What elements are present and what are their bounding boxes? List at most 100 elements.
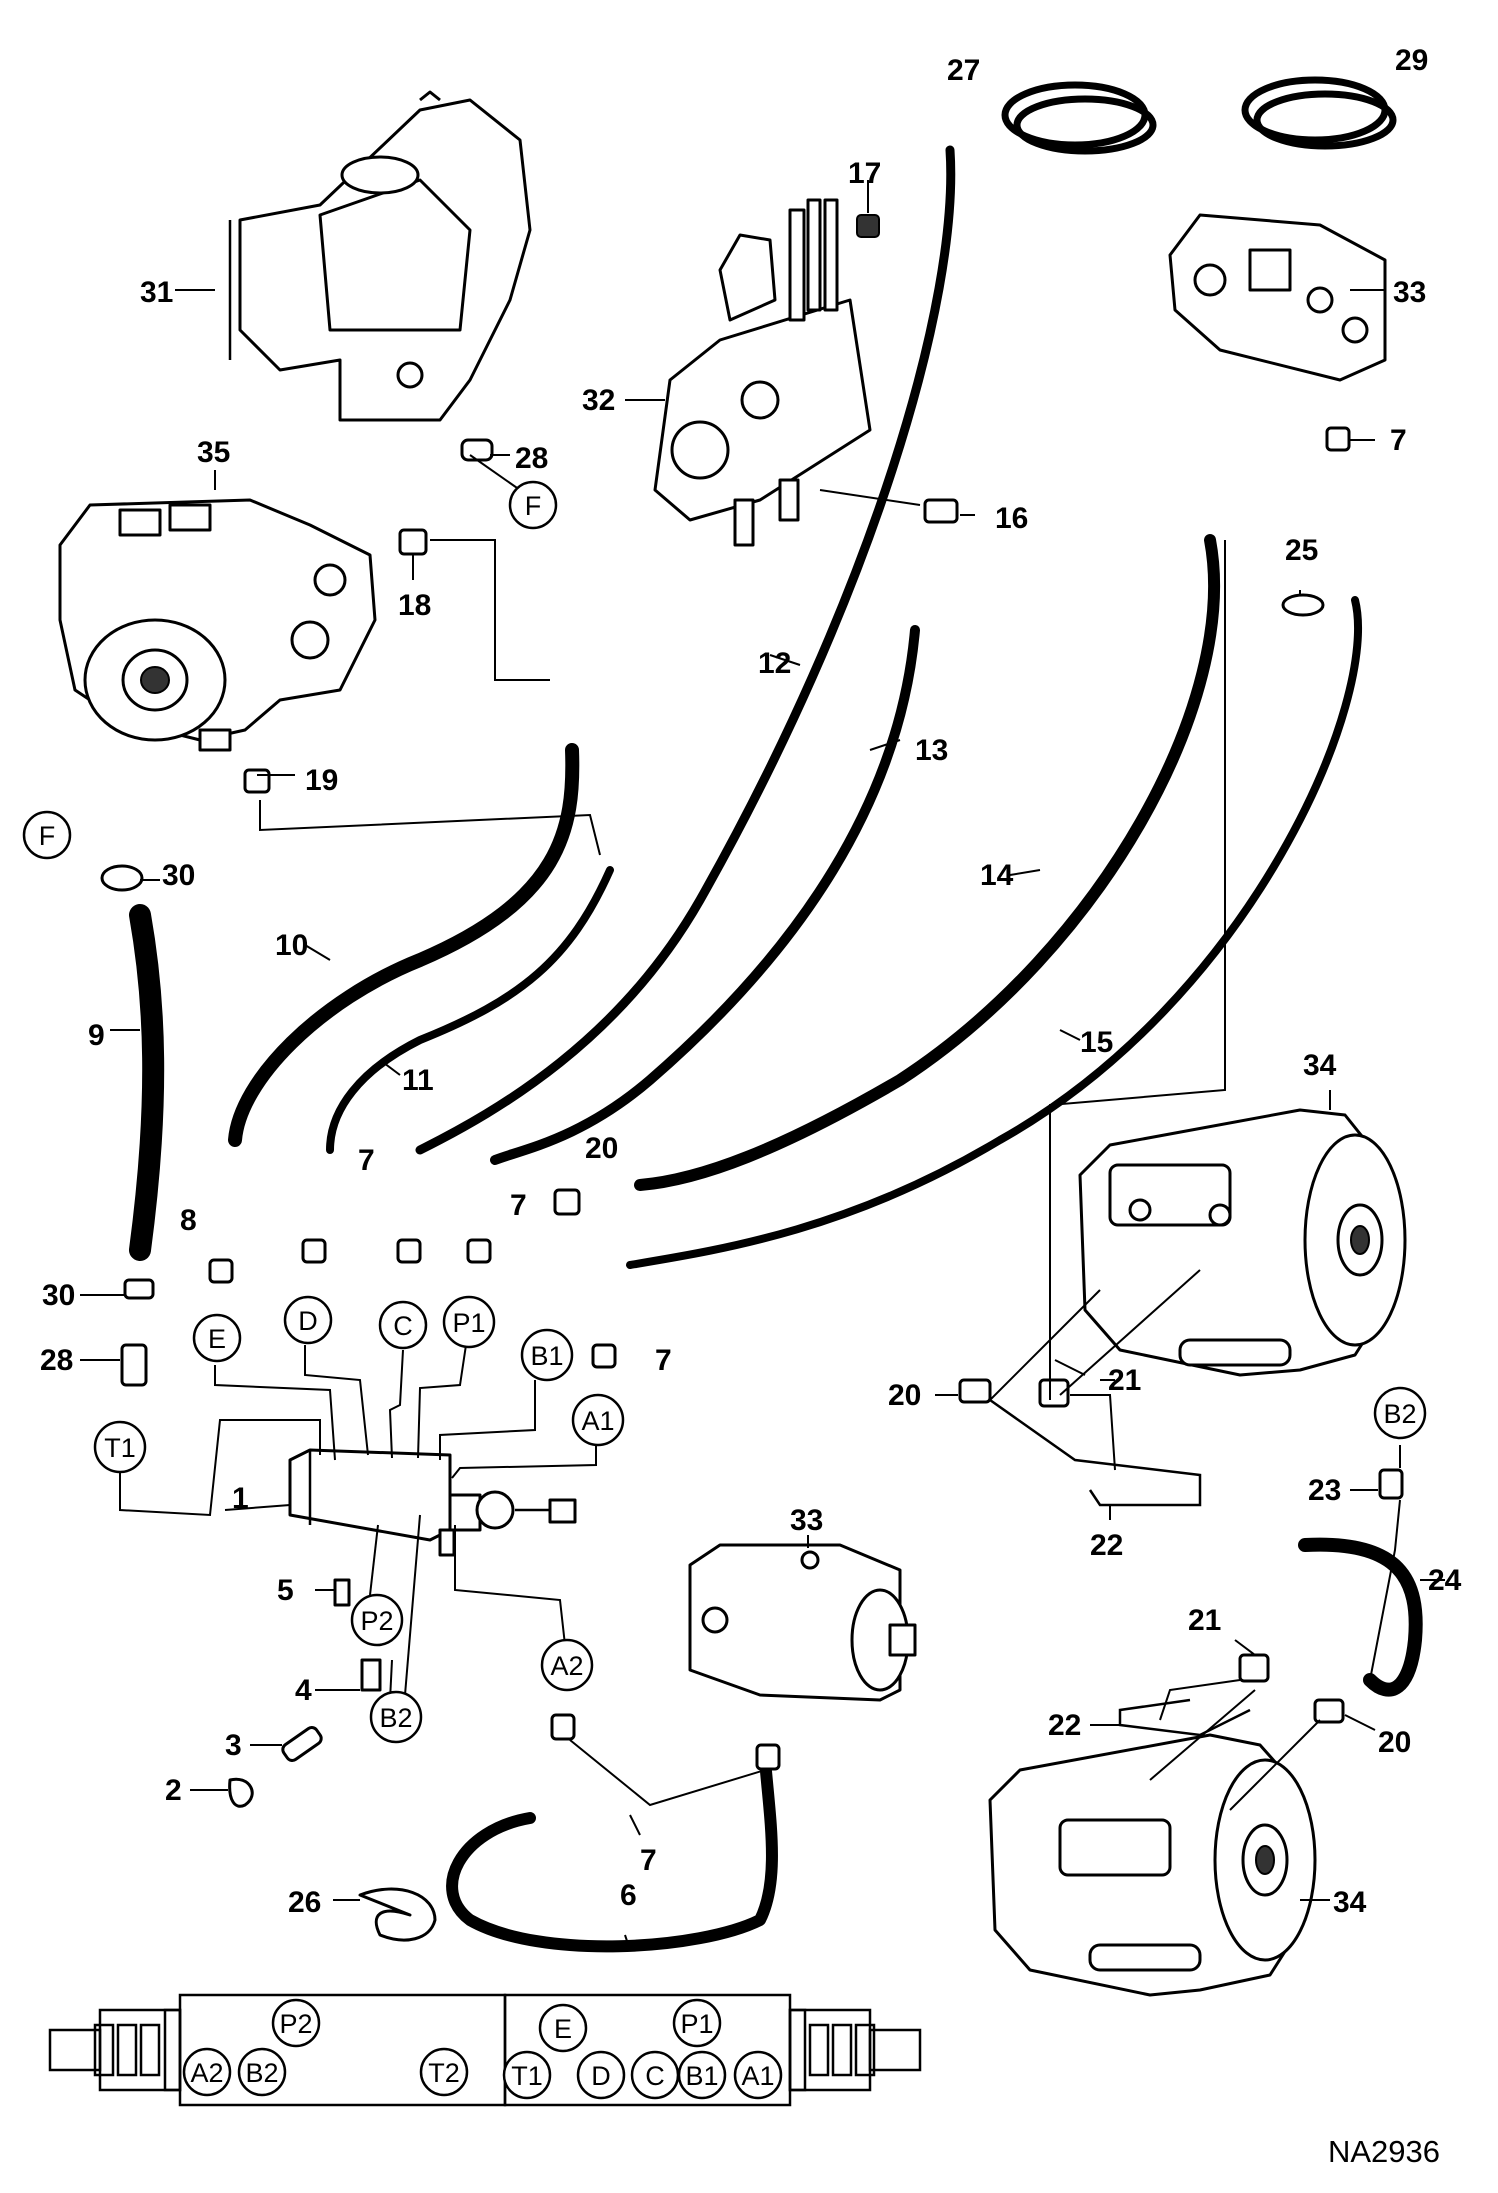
callout-20-top: 20 [585, 1132, 618, 1165]
port-map-A1: A1 [733, 2050, 783, 2100]
svg-text:T1: T1 [511, 2061, 543, 2091]
fitting-19 [243, 768, 271, 794]
callout-31: 31 [140, 276, 173, 309]
port-B2-left: B2 [369, 1690, 423, 1744]
port-map-T1: T1 [502, 2050, 552, 2100]
callout-22-lower: 22 [1048, 1709, 1081, 1742]
fitting-16 [923, 498, 959, 524]
port-map-P2: P2 [271, 1998, 321, 2048]
port-P2: P2 [350, 1593, 404, 1647]
port-C: C [378, 1300, 428, 1350]
fitting-18 [398, 528, 428, 556]
port-map-T2: T2 [419, 2047, 469, 2097]
hydrostatic-pump-35 [58, 498, 377, 752]
callout-2: 2 [165, 1774, 182, 1807]
fitting-7-c [396, 1238, 422, 1264]
callout-34-upper: 34 [1303, 1049, 1337, 1082]
callout-14: 14 [980, 859, 1014, 892]
port-E: E [192, 1313, 242, 1363]
motor-pump-33-bottom [688, 1543, 917, 1702]
callout-7-a1: 7 [655, 1344, 672, 1377]
fitting-7-motor [755, 1743, 781, 1771]
callout-12: 12 [758, 647, 791, 680]
svg-text:P2: P2 [360, 1606, 393, 1636]
callout-30-top: 30 [162, 859, 195, 892]
port-map-P1: P1 [672, 1998, 722, 2048]
fitting-7-a1 [591, 1343, 617, 1369]
callout-35: 35 [197, 436, 230, 469]
svg-text:A2: A2 [190, 2058, 223, 2088]
drive-motor-34-upper [1078, 1108, 1407, 1377]
callout-32: 32 [582, 384, 615, 417]
port-F-top: F [508, 480, 558, 530]
svg-text:T1: T1 [104, 1433, 136, 1463]
callout-22-upper: 22 [1090, 1529, 1123, 1562]
callout-33-top: 33 [1393, 276, 1426, 309]
hoses [129, 145, 1423, 1953]
fitting-5 [333, 1578, 351, 1607]
manifold-block-1 [288, 1448, 577, 1557]
callout-8: 8 [180, 1204, 197, 1237]
hose-9 [129, 904, 165, 1261]
components [58, 76, 1407, 1997]
svg-text:P2: P2 [279, 2009, 312, 2039]
svg-text:E: E [554, 2014, 572, 2044]
callout-34-lower: 34 [1333, 1886, 1367, 1919]
port-map-B2: B2 [237, 2047, 287, 2097]
drive-motor-34-lower [988, 1733, 1317, 1997]
svg-text:D: D [298, 1306, 318, 1336]
callout-19: 19 [305, 764, 338, 797]
port-D: D [283, 1295, 333, 1345]
svg-text:B2: B2 [1383, 1399, 1416, 1429]
hose-11 [326, 866, 614, 1154]
fitting-28-top [460, 438, 494, 462]
callout-25: 25 [1285, 534, 1318, 567]
fitting-21-upper [1038, 1378, 1070, 1408]
callout-7-p1: 7 [510, 1189, 527, 1222]
hose-24 [1298, 1537, 1423, 1697]
seal-26 [358, 1887, 437, 1942]
fitting-21-lower [1238, 1653, 1270, 1683]
svg-text:E: E [208, 1324, 226, 1354]
manifold-port-map-right: E P1 T1 D C B1 A1 [502, 1993, 922, 2107]
clamp-30-top [100, 864, 144, 892]
fittings [100, 76, 1404, 1942]
part-number-callouts: 1 2 3 4 5 6 7 7 7 7 7 8 9 10 11 12 13 14… [40, 44, 1462, 1919]
svg-text:B1: B1 [530, 1341, 563, 1371]
svg-text:D: D [591, 2061, 611, 2091]
svg-text:P1: P1 [452, 1308, 485, 1338]
callout-26: 26 [288, 1886, 321, 1919]
callout-27: 27 [947, 54, 980, 87]
hose-15 [626, 596, 1363, 1269]
callout-17: 17 [848, 157, 881, 190]
fitting-17 [856, 214, 880, 238]
fitting-28-bottom [120, 1343, 148, 1387]
callout-20-right: 20 [1378, 1726, 1411, 1759]
port-T1: T1 [93, 1420, 147, 1474]
callout-21-upper: 21 [1108, 1364, 1141, 1397]
hose-6 [446, 1754, 778, 1953]
plug-25 [1281, 593, 1325, 617]
tube-22-lower [1118, 1698, 1251, 1737]
svg-text:A2: A2 [550, 1651, 583, 1681]
callout-1: 1 [232, 1482, 249, 1515]
fitting-4 [360, 1658, 382, 1692]
callout-20-left: 20 [888, 1379, 921, 1412]
fitting-30-bottom [123, 1278, 155, 1300]
port-A2: A2 [540, 1638, 594, 1692]
callout-7-fittings: 7 [358, 1144, 375, 1177]
svg-text:C: C [645, 2061, 665, 2091]
cap-2 [228, 1777, 254, 1808]
hose-12 [415, 145, 956, 1155]
callout-28-bottom: 28 [40, 1344, 73, 1377]
callout-28-top: 28 [515, 442, 548, 475]
fitting-7-d [301, 1238, 327, 1264]
svg-text:B1: B1 [685, 2061, 718, 2091]
callout-33-bottom: 33 [790, 1504, 823, 1537]
hydraulic-reservoir-31 [228, 90, 532, 422]
fitting-20 [553, 1188, 581, 1216]
port-map-E: E [538, 2003, 588, 2053]
callout-5: 5 [277, 1574, 294, 1607]
callout-18: 18 [398, 589, 431, 622]
